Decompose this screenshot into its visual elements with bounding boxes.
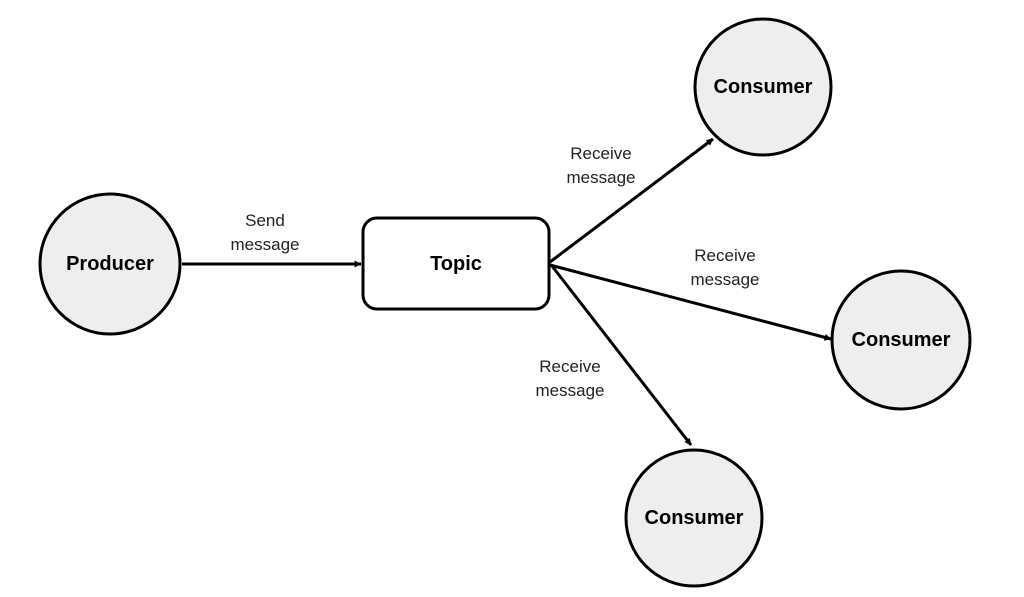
receive-bottom-arrow <box>550 265 693 446</box>
receive-right-label-line1: Receive <box>694 246 755 265</box>
consumer-right-circle <box>830 269 972 411</box>
consumer-bottom-label: Consumer <box>645 507 744 529</box>
receive-top-label-line2: message <box>567 168 636 187</box>
receive-right-label-line2: message <box>691 270 760 289</box>
receive-right-arrow <box>549 263 832 341</box>
topic-label: Topic <box>430 253 482 275</box>
edge-receive-bottom: Receive message <box>536 265 693 446</box>
consumer-right-node: Consumer <box>830 269 972 411</box>
receive-bottom-label-line1: Receive <box>539 357 600 376</box>
consumer-top-circle <box>693 17 833 157</box>
consumer-right-label: Consumer <box>852 329 951 351</box>
consumer-bottom-circle <box>624 448 764 588</box>
send-label-line1: Send <box>245 211 285 230</box>
consumer-bottom-node: Consumer <box>624 448 764 588</box>
receive-top-arrow <box>549 137 714 264</box>
topic-node: Topic <box>361 216 551 311</box>
producer-circle <box>38 192 182 336</box>
producer-label: Producer <box>66 253 154 275</box>
edge-receive-top: Receive message <box>549 137 714 264</box>
receive-top-label-line1: Receive <box>570 144 631 163</box>
edge-receive-right: Receive message <box>549 246 832 341</box>
receive-bottom-label-line2: message <box>536 381 605 400</box>
topic-box <box>361 216 551 311</box>
send-label-line2: message <box>231 235 300 254</box>
consumer-top-node: Consumer <box>693 17 833 157</box>
consumer-top-label: Consumer <box>714 76 813 98</box>
edge-send: Send message <box>182 211 362 268</box>
producer-node: Producer <box>38 192 182 336</box>
